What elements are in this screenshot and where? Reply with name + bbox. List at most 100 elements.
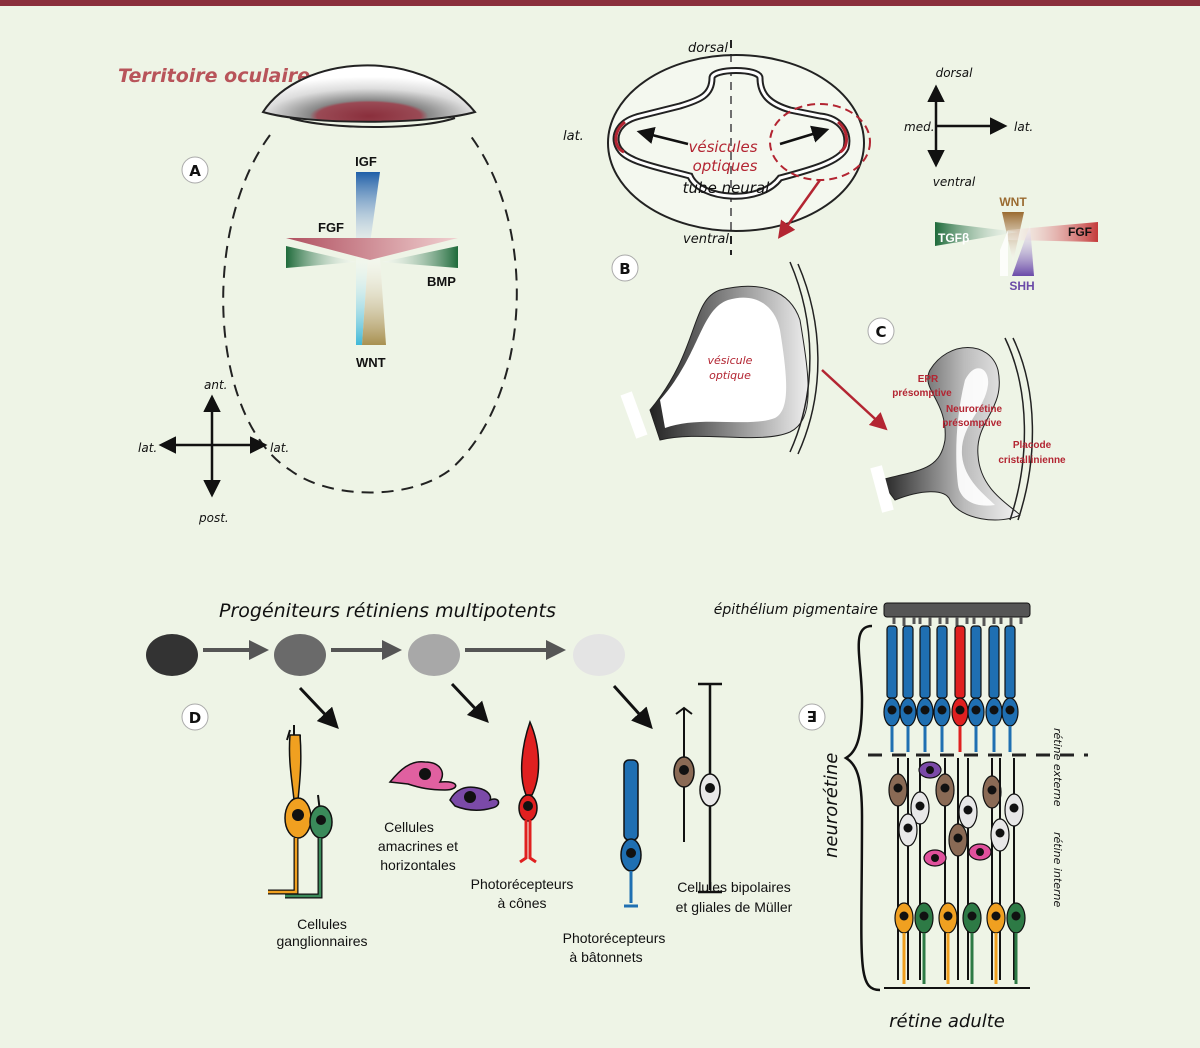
amacrine-horizontal-cells [388, 761, 500, 811]
panel-b-letter: B [619, 260, 630, 278]
d-amacrine-line2: amacrines et [378, 838, 458, 854]
nucleus [893, 783, 903, 793]
optic-region-left [614, 120, 626, 154]
photoreceptor-outer-segment [1004, 625, 1016, 699]
d-amacrine-line1: Cellules [384, 819, 434, 835]
photoreceptor-outer-segment [919, 625, 931, 699]
rpe-villi [892, 617, 916, 626]
b-ventral: ventral [683, 232, 729, 247]
e-adult: rétine adulte [889, 1011, 1005, 1032]
d-cones-line2: à cônes [497, 895, 546, 911]
neuroretina-brace [843, 624, 881, 992]
panel-c: C EPR présomptive Neurorétine présomptiv… [867, 317, 1066, 521]
d-bipolar-line1: Cellules bipolaires [677, 879, 791, 895]
panel-e-letter: E [807, 707, 817, 725]
panel-a-letter: A [189, 162, 201, 180]
d-rods-line1: Photorécepteurs [563, 930, 666, 946]
rpe-villi [999, 617, 1023, 626]
label-igf: IGF [355, 154, 377, 169]
nucleus [919, 911, 929, 921]
nucleus [991, 911, 1001, 921]
photoreceptor-outer-segment [988, 625, 1000, 699]
panel-c-letter: C [875, 323, 886, 341]
d-ganglion-line2: ganglionnaires [276, 933, 367, 949]
photoreceptor-outer-segment [902, 625, 914, 699]
nucleus [963, 805, 973, 815]
photoreceptor-outer-segment [954, 625, 966, 699]
panel-d-letter-badge [181, 703, 209, 731]
or-shh: SHH [1009, 279, 1034, 293]
embryo-section [607, 54, 865, 232]
or-wnt: WNT [999, 195, 1027, 209]
or-ventral: ventral [933, 175, 976, 189]
b-vesicle-line1: vésicule [708, 354, 753, 367]
nucleus [989, 705, 999, 715]
panel-b: dorsal ventral vésicules optiques tube n… [563, 40, 888, 455]
or-med: med. [904, 120, 935, 134]
photoreceptor-outer-segment [936, 625, 948, 699]
progenitor-sequence [146, 634, 653, 730]
photoreceptor-outer-segment [886, 625, 898, 699]
rpe-villi [972, 617, 996, 626]
nucleus [903, 705, 913, 715]
c-placode-line2: cristallinienne [998, 455, 1066, 466]
panel-e: épithélium pigmentaire neurorétine rétin… [714, 602, 1088, 1032]
panel-a: Territoire oculaire A IGF FGF BMP WNT an… [118, 64, 518, 525]
panel-e-letter-badge [798, 703, 826, 731]
arrow-vesicle-right [779, 125, 830, 146]
panel-c-letter-badge [867, 317, 895, 345]
eye-field-dome [261, 64, 477, 128]
arrow-zoom-b [777, 179, 822, 239]
d-rods-line2: à bâtonnets [569, 949, 642, 965]
d-title: Progéniteurs rétiniens multipotents [219, 600, 556, 622]
panel-b-letter-badge [611, 254, 639, 282]
arrow-zoom-c [821, 369, 888, 431]
nucleus [926, 766, 934, 774]
cone-photoreceptor [518, 719, 540, 864]
e-neuroretina: neurorétine [821, 753, 842, 858]
nucleus [943, 911, 953, 921]
rpe-villi [918, 617, 942, 626]
panel-a-letter-badge [181, 156, 209, 184]
top-border [0, 0, 1200, 6]
b-lat: lat. [563, 129, 584, 144]
d-ganglion-line1: Cellules [297, 916, 347, 932]
d-cones-line1: Photorécepteurs [471, 876, 574, 892]
nucleus [967, 911, 977, 921]
or-fgf: FGF [1068, 225, 1092, 239]
optic-vesicle-zoom [620, 261, 819, 455]
label-fgf: FGF [318, 220, 344, 235]
dv-gradients [935, 212, 1098, 276]
axes-a [158, 394, 268, 498]
nucleus [953, 833, 963, 843]
morphogen-cross [286, 172, 458, 345]
bipolar-muller-cells [673, 682, 722, 894]
c-neuro-line1: Neurorétine [946, 404, 1003, 415]
ganglion-cells [268, 725, 333, 899]
or-tgf: TGFβ [938, 231, 969, 245]
b-vesicles-line1: vésicules [688, 138, 757, 156]
nucleus [995, 828, 1005, 838]
panel-a-title: Territoire oculaire [118, 65, 310, 87]
e-outer: rétine externe [1051, 728, 1064, 807]
label-bmp: BMP [427, 274, 456, 289]
nucleus [899, 911, 909, 921]
c-epr-line2: présomptive [892, 388, 952, 399]
pigment-epithelium [883, 602, 1031, 626]
b-vesicles-line2: optiques [693, 157, 758, 175]
b-vesicle-line2: optique [709, 369, 751, 382]
or-dorsal: dorsal [936, 66, 973, 80]
b-neural-tube: tube neural [683, 179, 771, 197]
c-placode-line1: Placode [1013, 440, 1052, 451]
nucleus [976, 848, 984, 856]
nucleus [1011, 911, 1021, 921]
optic-cup [870, 337, 1034, 521]
axis-lat-left: lat. [138, 441, 157, 455]
d-amacrine-line3: horizontales [380, 857, 456, 873]
rod-photoreceptor [620, 759, 642, 908]
rpe-band [883, 602, 1031, 618]
nucleus [987, 785, 997, 795]
b-dorsal: dorsal [688, 41, 728, 56]
